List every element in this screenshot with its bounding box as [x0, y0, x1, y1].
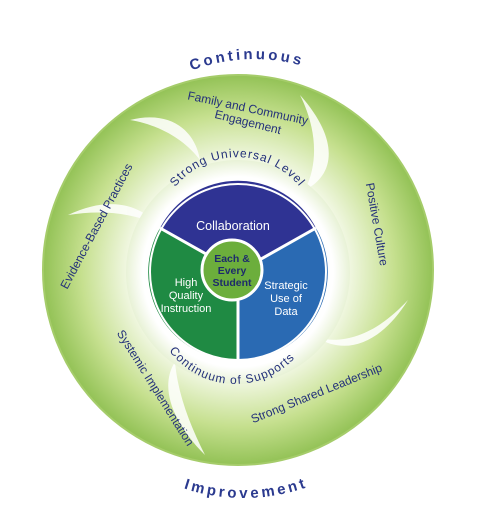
label-center-2: Every	[218, 265, 247, 277]
label-data-3: Data	[274, 306, 298, 318]
label-center-3: Student	[212, 277, 252, 289]
label-improvement: Improvement	[182, 474, 309, 502]
label-data-1: Strategic	[264, 280, 308, 292]
ring-swirls	[68, 95, 408, 455]
label-continuous: Continuous	[187, 46, 306, 74]
label-instruction-3: Instruction	[161, 303, 212, 315]
core-pie	[148, 180, 328, 361]
label-instruction-2: Quality	[169, 290, 204, 302]
center-circle	[200, 238, 264, 302]
label-instruction-1: High	[175, 277, 198, 289]
label-data-2: Use of	[270, 293, 303, 305]
label-center-1: Each &	[214, 253, 250, 265]
label-collaboration: Collaboration	[196, 219, 270, 233]
